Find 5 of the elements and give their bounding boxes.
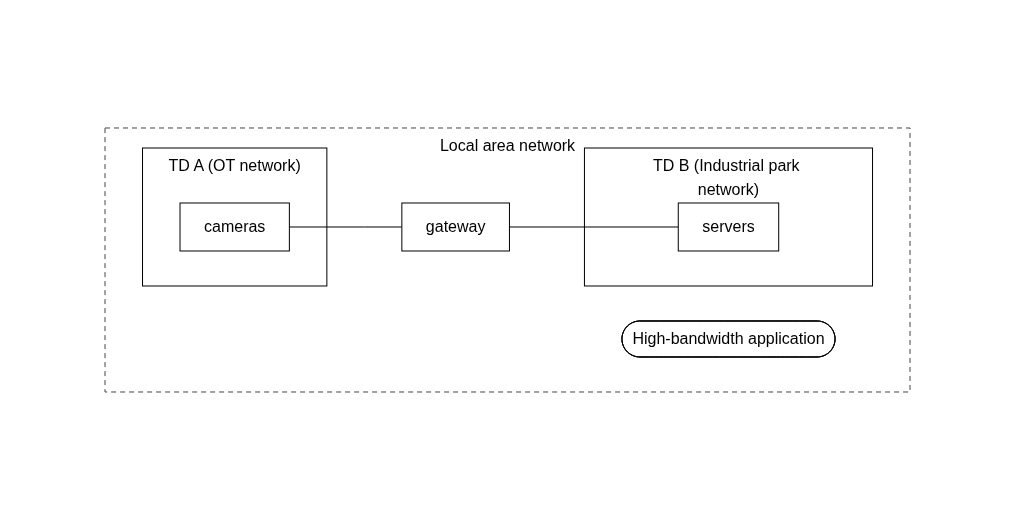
node-box: servers xyxy=(677,202,780,252)
node-box: cameras xyxy=(179,202,290,252)
connector xyxy=(288,226,403,228)
connector xyxy=(508,226,679,228)
node-box: gateway xyxy=(401,202,510,252)
